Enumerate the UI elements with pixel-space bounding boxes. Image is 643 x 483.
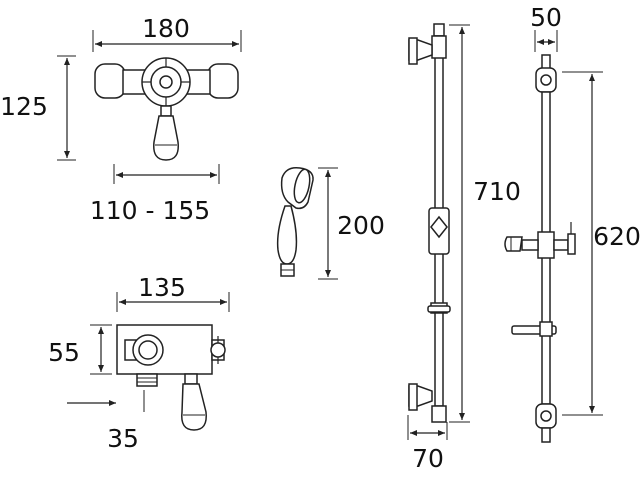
dim-label-rail-projection: 70 [412, 444, 444, 473]
valve-front-view: 180 125 110 - 155 [0, 14, 242, 225]
dim-label-valve-side-height: 55 [48, 338, 80, 367]
shower-handset: 200 [276, 166, 385, 280]
dim-label-valve-width: 180 [142, 14, 190, 43]
riser-rail-front-view: 50 620 [504, 3, 641, 443]
dim-label-rail-bracket-centres: 620 [593, 222, 641, 251]
dim-label-rail-length: 710 [473, 177, 521, 206]
riser-rail-side-view: 710 70 [407, 23, 521, 473]
dim-label-valve-height: 125 [0, 92, 48, 121]
dim-label-rail-front-width: 50 [530, 3, 562, 32]
valve-side-view: 135 55 35 [48, 273, 230, 453]
dim-label-outlet-offset: 35 [107, 424, 139, 453]
dim-label-valve-centres: 110 - 155 [90, 196, 210, 225]
dim-label-handset-length: 200 [337, 211, 385, 240]
dim-label-valve-side-width: 135 [138, 273, 186, 302]
